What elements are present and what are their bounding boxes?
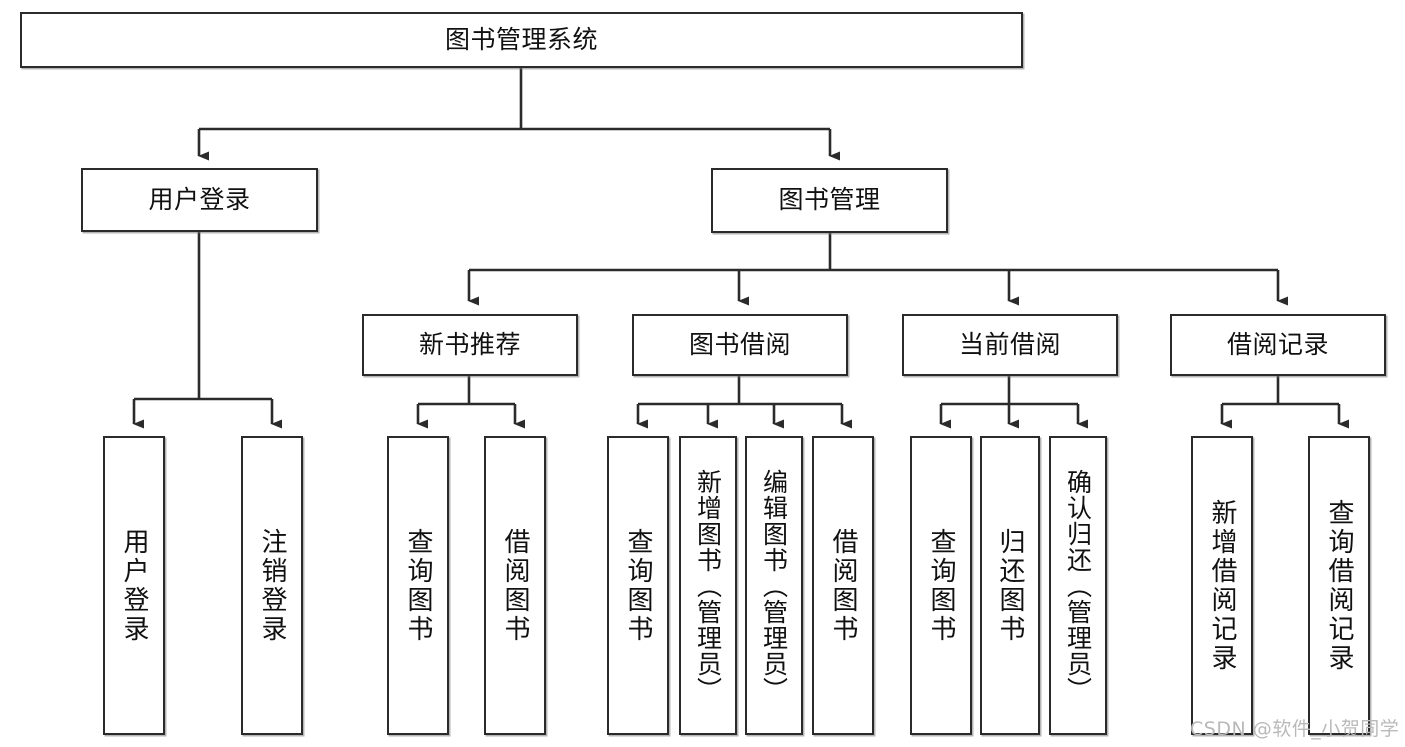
node-label: 借阅图书 bbox=[500, 527, 530, 644]
leaf-query-books-recommend[interactable]: 查询图书 bbox=[387, 436, 449, 735]
node-label: 借阅记录 bbox=[1226, 329, 1329, 359]
node-label: 新增借阅记录 bbox=[1207, 498, 1237, 673]
node-label: 编辑图书（管理员） bbox=[759, 468, 789, 703]
connector-userlogin-to-leaves bbox=[132, 232, 282, 429]
leaf-borrow-books-recommend[interactable]: 借阅图书 bbox=[484, 436, 546, 735]
leaf-logout[interactable]: 注销登录 bbox=[241, 436, 303, 735]
node-label: 图书管理系统 bbox=[444, 24, 598, 54]
node-label: 当前借阅 bbox=[958, 329, 1061, 359]
connector-bookborrow-to-leaves bbox=[636, 376, 852, 429]
node-label: 归还图书 bbox=[995, 527, 1025, 644]
connector-borrowrecord-to-leaves bbox=[1220, 376, 1349, 429]
leaf-add-book-admin[interactable]: 新增图书（管理员） bbox=[679, 436, 737, 735]
connector-bookmgmt-to-level2 bbox=[467, 233, 1288, 306]
node-user-login[interactable]: 用户登录 bbox=[81, 168, 318, 232]
node-book-management[interactable]: 图书管理 bbox=[711, 168, 948, 233]
node-label: 图书借阅 bbox=[688, 329, 791, 359]
node-label: 用户登录 bbox=[148, 184, 251, 214]
leaf-query-books-borrow[interactable]: 查询图书 bbox=[607, 436, 669, 735]
leaf-query-books-current[interactable]: 查询图书 bbox=[910, 436, 972, 735]
leaf-query-borrow-record[interactable]: 查询借阅记录 bbox=[1308, 436, 1370, 735]
node-book-borrowing[interactable]: 图书借阅 bbox=[632, 314, 848, 376]
leaf-borrow-books[interactable]: 借阅图书 bbox=[812, 436, 874, 735]
node-label: 查询图书 bbox=[403, 527, 433, 644]
node-label: 借阅图书 bbox=[828, 527, 858, 644]
node-label: 图书管理 bbox=[778, 185, 881, 215]
node-label: 新书推荐 bbox=[418, 329, 521, 359]
node-label: 查询借阅记录 bbox=[1324, 498, 1354, 673]
node-label: 确认归还（管理员） bbox=[1063, 468, 1093, 703]
connector-root-to-level1 bbox=[197, 68, 840, 161]
node-root-library-management-system[interactable]: 图书管理系统 bbox=[20, 12, 1023, 68]
node-label: 新增图书（管理员） bbox=[693, 468, 723, 703]
node-new-book-recommendation[interactable]: 新书推荐 bbox=[362, 314, 578, 376]
node-label: 查询图书 bbox=[926, 527, 956, 644]
node-current-borrowing[interactable]: 当前借阅 bbox=[902, 314, 1118, 376]
connector-newbook-to-leaves bbox=[416, 376, 525, 429]
leaf-return-books[interactable]: 归还图书 bbox=[980, 436, 1040, 735]
node-borrowing-record[interactable]: 借阅记录 bbox=[1170, 314, 1386, 376]
leaf-user-login[interactable]: 用户登录 bbox=[103, 436, 165, 735]
node-label: 查询图书 bbox=[623, 527, 653, 644]
connector-currentborrow-to-leaves bbox=[939, 376, 1088, 429]
node-label: 注销登录 bbox=[257, 527, 287, 644]
node-label: 用户登录 bbox=[119, 527, 149, 644]
leaf-edit-book-admin[interactable]: 编辑图书（管理员） bbox=[745, 436, 803, 735]
leaf-confirm-return-admin[interactable]: 确认归还（管理员） bbox=[1049, 436, 1107, 735]
leaf-add-borrow-record[interactable]: 新增借阅记录 bbox=[1191, 436, 1253, 735]
csdn-watermark: CSDN @软件_小贺同学 bbox=[1190, 718, 1400, 740]
